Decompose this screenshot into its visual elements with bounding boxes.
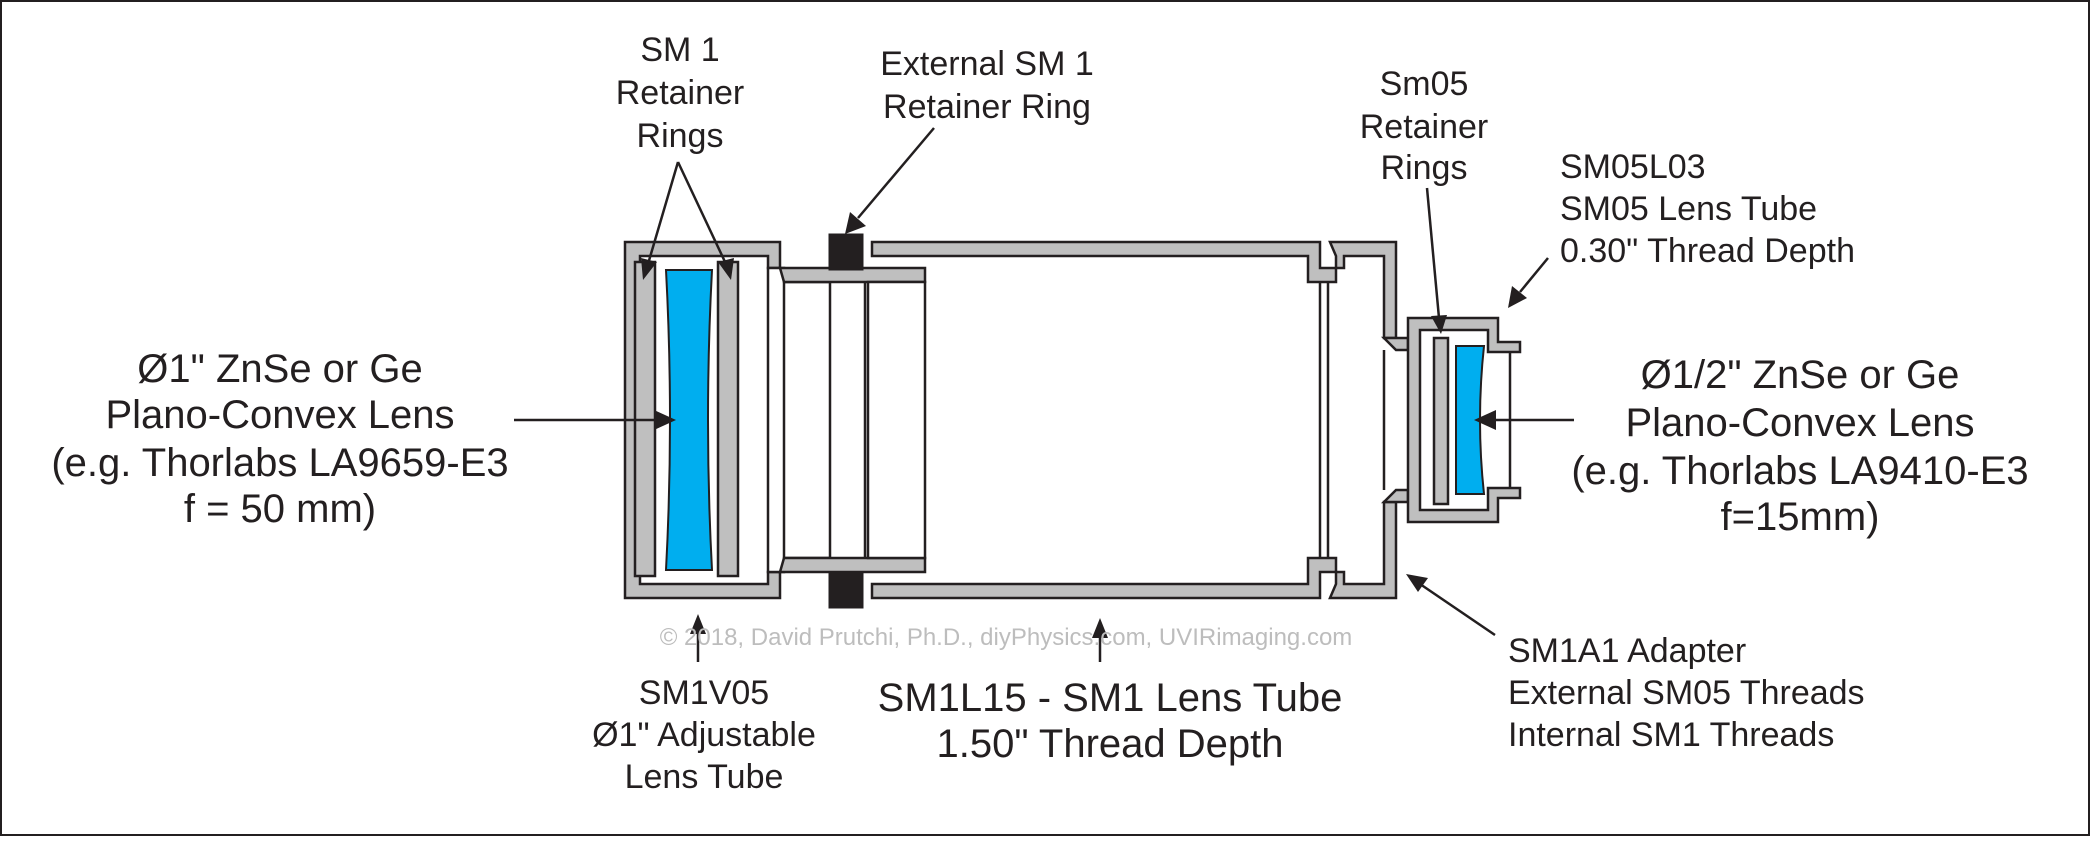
label-sm1a1: SM1A1 Adapter External SM05 Threads Inte…: [1508, 632, 1865, 754]
left-plano-convex-lens: [664, 269, 714, 571]
copyright-notice: © 2018, David Prutchi, Ph.D., diyPhysics…: [660, 624, 1353, 651]
left-lens-leader: [514, 410, 676, 430]
label-right-lens-line-4: f=15mm): [1721, 495, 1880, 539]
label-sm1l15-line-2: 1.50" Thread Depth: [936, 722, 1283, 766]
label-external-sm1-ring: External SM 1 Retainer Ring: [880, 45, 1094, 126]
right-plano-convex-lens: [1455, 345, 1486, 495]
label-left-lens-line-3: (e.g. Thorlabs LA9659-E3: [51, 441, 508, 485]
label-sm05-retainer-line-3: Rings: [1381, 149, 1468, 187]
label-external-ring-line-2: Retainer Ring: [883, 88, 1091, 126]
label-left-lens-line-2: Plano-Convex Lens: [105, 393, 454, 437]
label-sm05-retainer-rings: Sm05 Retainer Rings: [1360, 65, 1489, 187]
label-sm1l15-line-1: SM1L15 - SM1 Lens Tube: [878, 676, 1343, 720]
sm05-retainer-ring: [1432, 336, 1450, 506]
sm1-retainer-ring-2: [716, 260, 740, 578]
label-left-lens-line-1: Ø1" ZnSe or Ge: [137, 347, 422, 391]
label-sm1-retainer-line-3: Rings: [637, 117, 724, 155]
label-sm05-retainer-line-2: Retainer: [1360, 108, 1489, 146]
label-sm1v05-line-3: Lens Tube: [625, 758, 784, 796]
label-sm1v05: SM1V05 Ø1" Adjustable Lens Tube: [592, 674, 816, 796]
label-sm05-retainer-line-1: Sm05: [1380, 65, 1469, 103]
label-right-lens-line-2: Plano-Convex Lens: [1625, 401, 1974, 445]
external-sm1-retainer-ring-top: [828, 233, 864, 271]
label-right-lens-line-3: (e.g. Thorlabs LA9410-E3: [1571, 449, 2028, 493]
label-right-lens-line-1: Ø1/2" ZnSe or Ge: [1641, 353, 1960, 397]
external-ring-leader: [845, 127, 935, 234]
label-sm1a1-line-2: External SM05 Threads: [1508, 674, 1865, 712]
label-sm05l03-line-2: SM05 Lens Tube: [1560, 190, 1817, 228]
label-sm05l03-line-1: SM05L03: [1560, 148, 1706, 186]
label-sm1v05-line-1: SM1V05: [639, 674, 769, 712]
sm1v05-leader: [690, 614, 706, 662]
right-lens-leader: [1474, 410, 1574, 430]
label-sm05l03: SM05L03 SM05 Lens Tube 0.30" Thread Dept…: [1560, 148, 1855, 270]
sm1-retainer-leaders: [641, 161, 734, 280]
label-sm1-retainer-line-2: Retainer: [616, 74, 745, 112]
label-sm1v05-line-2: Ø1" Adjustable: [592, 716, 816, 754]
sm1l15-leader: [1092, 618, 1108, 662]
label-sm05l03-line-3: 0.30" Thread Depth: [1560, 232, 1855, 270]
sm05-retainer-leader: [1425, 187, 1447, 334]
sm1l15-lens-tube: [870, 240, 1338, 600]
coupling-sleeve: [778, 266, 927, 574]
label-sm1a1-line-1: SM1A1 Adapter: [1508, 632, 1746, 670]
label-sm1l15: SM1L15 - SM1 Lens Tube 1.50" Thread Dept…: [878, 676, 1343, 766]
label-sm1-retainer-line-1: SM 1: [640, 31, 719, 69]
label-left-lens: Ø1" ZnSe or Ge Plano-Convex Lens (e.g. T…: [51, 347, 508, 531]
label-right-lens: Ø1/2" ZnSe or Ge Plano-Convex Lens (e.g.…: [1571, 353, 2028, 539]
label-sm1a1-line-3: Internal SM1 Threads: [1508, 716, 1834, 754]
sm1a1-leader: [1406, 574, 1496, 637]
label-sm1-retainer-rings: SM 1 Retainer Rings: [616, 31, 745, 155]
label-external-ring-line-1: External SM 1: [880, 45, 1094, 83]
external-sm1-retainer-ring-bottom: [828, 571, 864, 609]
sm05l03-leader: [1508, 257, 1549, 308]
label-left-lens-line-4: f = 50 mm): [184, 487, 376, 531]
